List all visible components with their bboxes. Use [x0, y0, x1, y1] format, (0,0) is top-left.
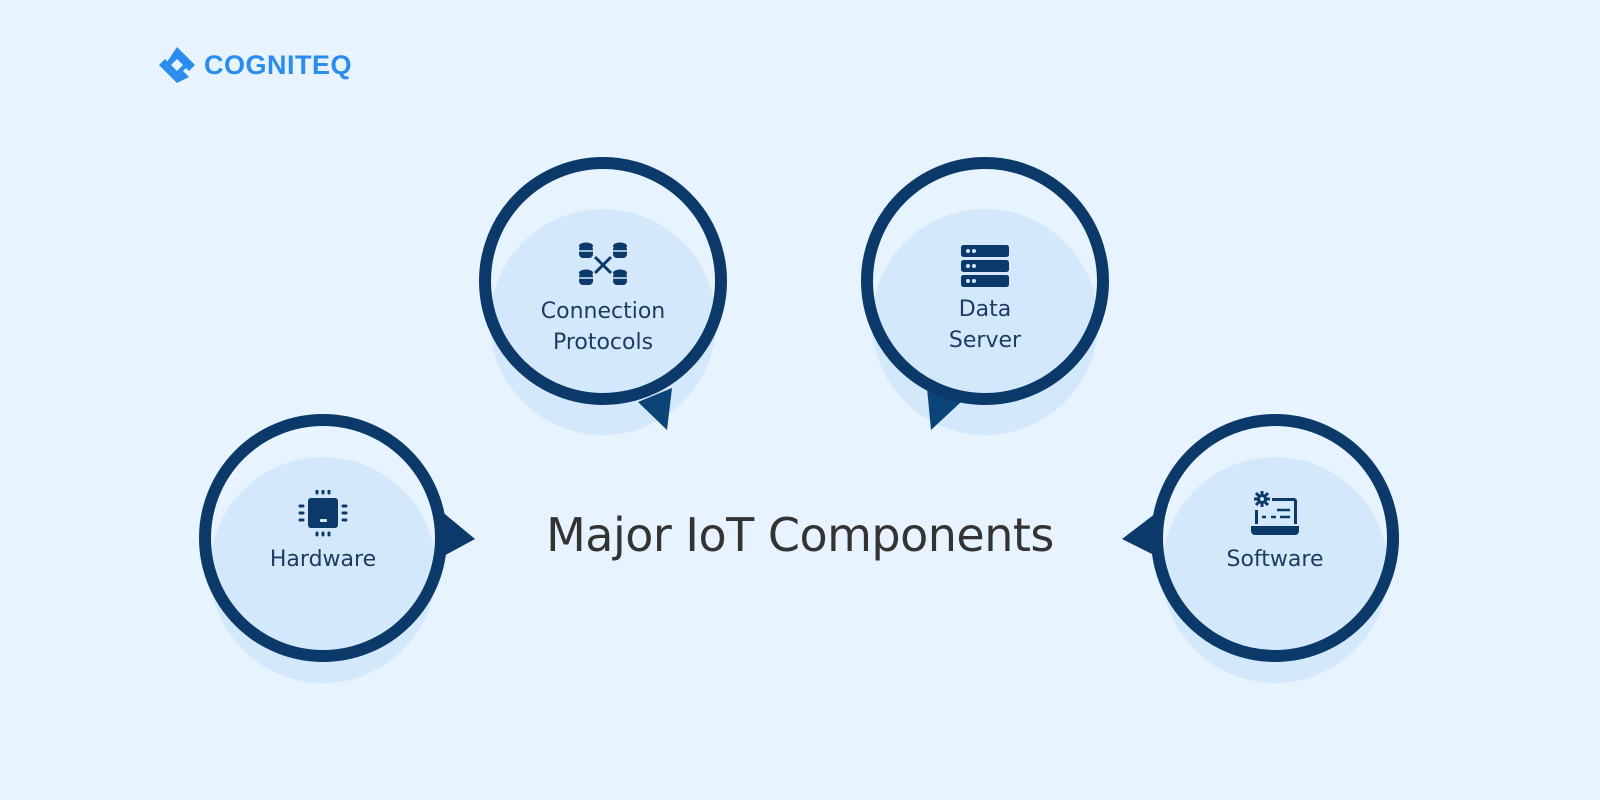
node-data-server-shape — [861, 157, 1109, 435]
brand-name: COGNITEQ — [204, 49, 353, 80]
server-icon — [961, 245, 1009, 287]
diagram-title-text: Major IoT Components — [546, 508, 1054, 562]
microchip-icon — [298, 490, 348, 537]
node-label-line1: Hardware — [269, 547, 377, 572]
node-connection-protocols-shape — [479, 157, 727, 435]
cogniteq-logo-icon — [159, 47, 195, 83]
node-label-line2: Protocols — [552, 330, 654, 355]
node-label-line1: Data — [958, 297, 1012, 322]
database-network-icon — [579, 242, 627, 285]
node-data-server: Data Server — [885, 244, 1085, 356]
node-hardware: Hardware — [223, 490, 423, 575]
node-software-shape — [1122, 414, 1399, 683]
node-label-line1: Software — [1226, 547, 1324, 572]
node-label-line1: Connection — [540, 299, 666, 324]
brand-logo: COGNITEQ — [158, 46, 352, 84]
diagram-title: Major IoT Components — [0, 508, 1600, 562]
node-label-line2: Server — [948, 328, 1022, 353]
node-hardware-shape — [199, 414, 475, 683]
node-connection-protocols: Connection Protocols — [503, 240, 703, 358]
laptop-gear-icon — [1251, 491, 1299, 535]
node-software: Software — [1175, 490, 1375, 575]
